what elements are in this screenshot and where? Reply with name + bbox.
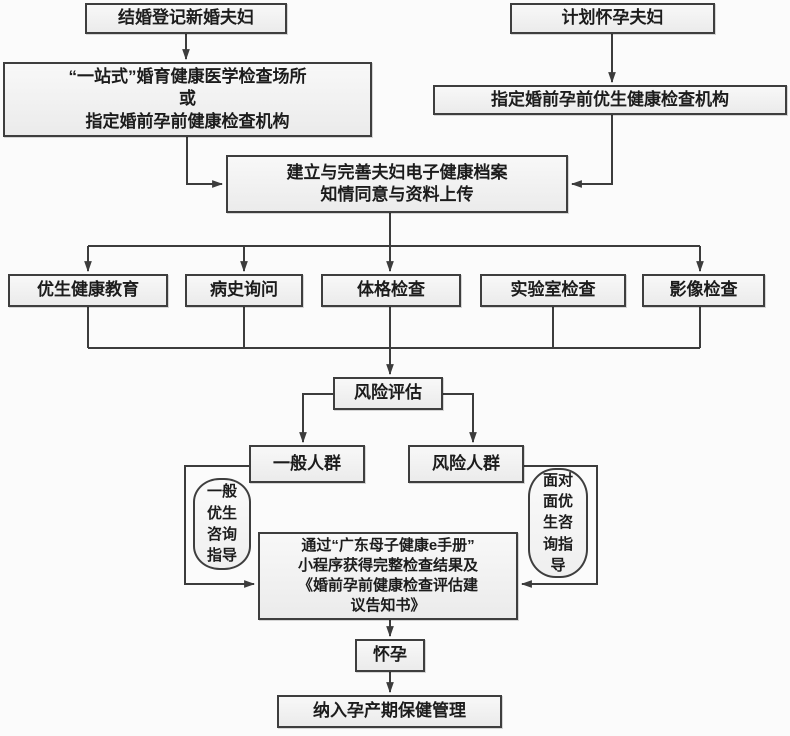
node-designated-org-label: 指定婚前孕前优生健康检查机构 <box>491 89 729 109</box>
node-pregnant: 怀孕 <box>355 639 425 672</box>
node-one-stop-line2: 或 <box>179 89 196 109</box>
node-eugenic-education-label: 优生健康教育 <box>37 280 139 300</box>
node-miniprogram-line2: 小程序获得完整检查结果及 <box>297 556 478 574</box>
node-risk-population: 风险人群 <box>408 445 524 483</box>
node-eugenic-education: 优生健康教育 <box>8 274 168 307</box>
node-physical-exam-label: 体格检查 <box>357 280 425 300</box>
edge-general-to-report <box>184 465 256 588</box>
node-medical-history: 病史询问 <box>185 274 303 307</box>
node-imaging-exam: 影像检查 <box>642 274 765 307</box>
node-one-stop-line1: “一站式”婚育健康医学检查场所 <box>68 66 307 86</box>
node-marriage-registered-label: 结婚登记新婚夫妇 <box>118 8 254 28</box>
node-ehr-line1: 建立与完善夫妇电子健康档案 <box>286 162 508 182</box>
node-general-population: 一般人群 <box>249 445 365 483</box>
node-ehr: 建立与完善夫妇电子健康档案 知情同意与资料上传 <box>226 155 568 213</box>
node-pregnant-label: 怀孕 <box>373 645 407 665</box>
node-lab-test-label: 实验室检查 <box>510 280 596 300</box>
oval-general-counselling: 一般优生咨询指导 <box>193 478 251 570</box>
node-miniprogram-line4: 议告知书》 <box>350 597 426 615</box>
node-risk-assessment: 风险评估 <box>333 377 443 410</box>
node-imaging-exam-label: 影像检查 <box>669 280 738 300</box>
node-maternal-care-label: 纳入孕产期保健管理 <box>313 701 466 721</box>
node-medical-history-label: 病史询问 <box>210 280 278 300</box>
node-miniprogram-line3: 《婚前孕前健康检查评估建 <box>297 577 478 594</box>
edge-to-risk-group <box>443 393 477 444</box>
node-ehr-line2: 知情同意与资料上传 <box>320 185 474 204</box>
node-lab-test: 实验室检查 <box>480 274 626 307</box>
node-risk-assessment-label: 风险评估 <box>354 383 422 403</box>
edge-risk-to-report <box>520 465 598 588</box>
node-plan-pregnancy: 计划怀孕夫妇 <box>510 3 715 34</box>
node-general-population-label: 一般人群 <box>273 453 341 473</box>
node-designated-org: 指定婚前孕前优生健康检查机构 <box>433 85 787 115</box>
node-maternal-care: 纳入孕产期保健管理 <box>277 695 502 728</box>
node-miniprogram-report: 通过“广东母子健康e手册” 小程序获得完整检查结果及 《婚前孕前健康检查评估建 … <box>258 532 518 620</box>
edge-onestop-to-ehr <box>186 137 224 188</box>
oval-general-counselling-label: 一般优生咨询指导 <box>207 483 238 565</box>
node-marriage-registered: 结婚登记新婚夫妇 <box>85 3 287 34</box>
node-miniprogram-line1: 通过“广东母子健康e手册” <box>301 536 475 554</box>
node-one-stop-line3: 指定婚前孕前健康检查机构 <box>85 111 290 131</box>
oval-face-to-face-counselling-label: 面对面优生咨询指导 <box>543 471 574 574</box>
node-physical-exam: 体格检查 <box>321 274 461 307</box>
edge-org-to-ehr <box>570 115 613 188</box>
oval-face-to-face-counselling: 面对面优生咨询指导 <box>528 468 588 578</box>
node-one-stop-venue: “一站式”婚育健康医学检查场所 或 指定婚前孕前健康检查机构 <box>3 62 372 137</box>
node-plan-pregnancy-label: 计划怀孕夫妇 <box>561 8 664 28</box>
node-risk-population-label: 风险人群 <box>432 453 500 473</box>
edge-to-general-group <box>299 393 333 444</box>
